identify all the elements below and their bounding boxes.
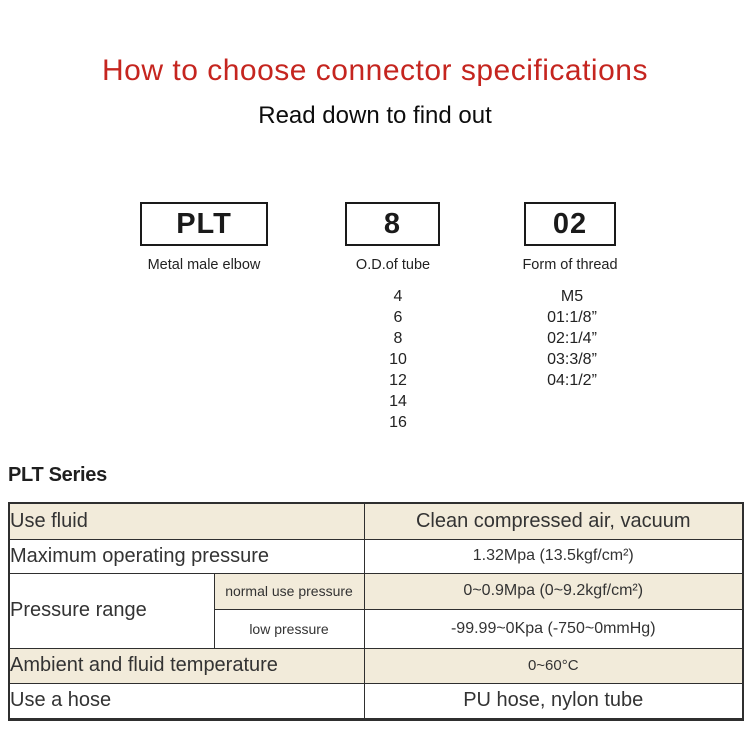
- series-code: PLT: [176, 207, 232, 240]
- page-title: How to choose connector specifications: [102, 54, 648, 87]
- tube-od-option: 8: [393, 330, 403, 347]
- row-value: Clean compressed air, vacuum: [363, 502, 744, 540]
- tube-od-option: 4: [393, 288, 403, 305]
- sub-row-label: normal use pressure: [213, 572, 365, 610]
- row-label: Maximum operating pressure: [8, 538, 365, 574]
- tube-od-code-label: O.D.of tube: [355, 257, 431, 273]
- row-label: Use a hose: [8, 682, 365, 720]
- tube-od-option: 14: [389, 393, 407, 410]
- tube-od-option: 16: [389, 414, 407, 431]
- thread-option: 03:3/8”: [547, 351, 597, 368]
- thread-option: M5: [560, 288, 584, 305]
- thread-code: 02: [552, 207, 588, 240]
- thread-option: 04:1/2”: [547, 372, 597, 389]
- row-label: Pressure range: [8, 572, 215, 649]
- table-row-use-fluid: Use fluid Clean compressed air, vacuum: [8, 502, 744, 540]
- tube-od-option: 10: [389, 351, 407, 368]
- spec-table: Use fluid Clean compressed air, vacuum M…: [8, 502, 744, 721]
- tube-od-option: 12: [389, 372, 407, 389]
- sub-row-label: low pressure: [213, 608, 365, 649]
- code-box-series: PLT: [140, 202, 268, 246]
- table-row-max-pressure: Maximum operating pressure 1.32Mpa (13.5…: [8, 538, 744, 574]
- table-row-pressure-range-low: low pressure -99.99~0Kpa (-750~0mmHg): [9, 608, 744, 649]
- tube-od-option: 6: [393, 309, 403, 326]
- sub-row-value: 0~0.9Mpa (0~9.2kgf/cm²): [363, 572, 744, 610]
- row-value: 1.32Mpa (13.5kgf/cm²): [363, 538, 744, 574]
- thread-code-label: Form of thread: [522, 257, 618, 273]
- row-value: 0~60°C: [363, 647, 744, 684]
- code-box-thread: 02: [524, 202, 616, 246]
- table-row-temperature: Ambient and fluid temperature 0~60°C: [8, 647, 744, 684]
- row-label: Ambient and fluid temperature: [8, 647, 365, 684]
- thread-option: 02:1/4”: [547, 330, 597, 347]
- tube-od-code: 8: [383, 207, 402, 240]
- thread-option: 01:1/8”: [547, 309, 597, 326]
- row-label: Use fluid: [8, 502, 365, 540]
- table-row-hose: Use a hose PU hose, nylon tube: [8, 682, 744, 720]
- series-heading: PLT Series: [8, 464, 107, 486]
- code-box-tube-od: 8: [345, 202, 440, 246]
- tube-od-option-list: 4 6 8 10 12 14 16: [389, 286, 407, 433]
- sub-row-value: -99.99~0Kpa (-750~0mmHg): [363, 608, 744, 649]
- row-value: PU hose, nylon tube: [363, 682, 744, 720]
- series-code-label: Metal male elbow: [147, 257, 261, 273]
- table-row-pressure-range-normal: Pressure range normal use pressure 0~0.9…: [8, 572, 744, 649]
- page-subtitle: Read down to find out: [258, 102, 492, 129]
- thread-option-list: M5 01:1/8” 02:1/4” 03:3/8” 04:1/2”: [547, 286, 597, 391]
